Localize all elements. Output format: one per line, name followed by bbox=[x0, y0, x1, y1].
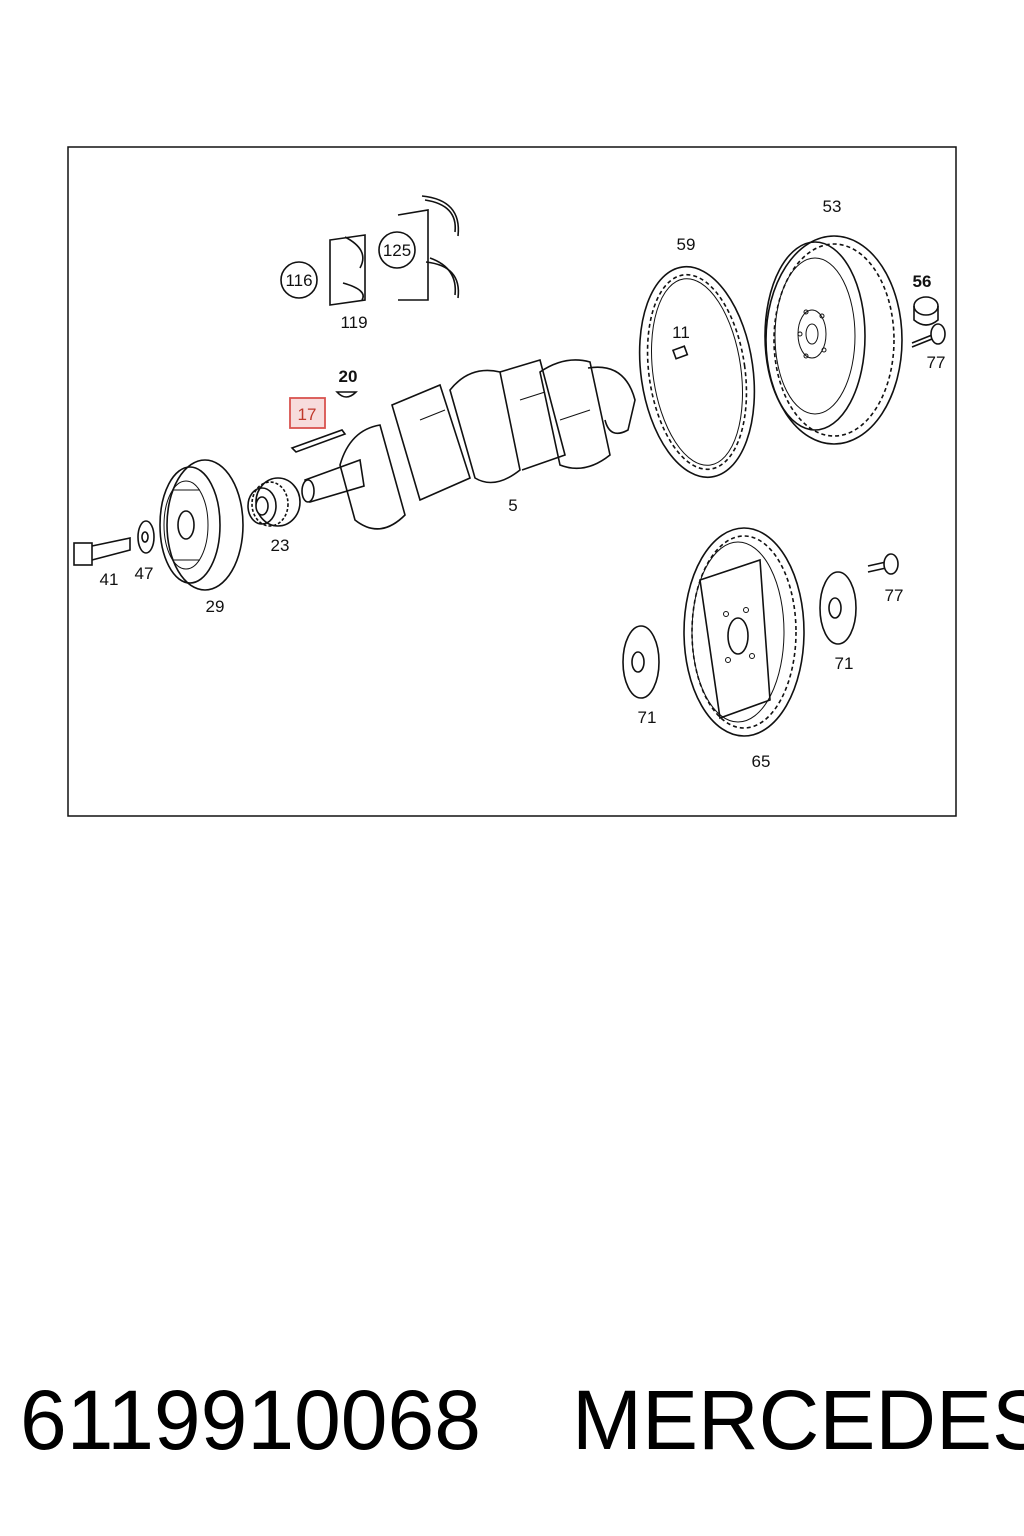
bolt-41-drawing bbox=[73, 537, 131, 566]
callout-53: 53 bbox=[823, 197, 842, 216]
key-17-drawing bbox=[290, 429, 347, 453]
callout-circle-116 bbox=[280, 261, 318, 299]
callout-circle-125 bbox=[378, 231, 416, 269]
washer-47-drawing bbox=[137, 520, 155, 554]
callout-41: 41 bbox=[100, 570, 119, 589]
callout-56: 56 bbox=[913, 272, 932, 291]
washer-71-left-drawing bbox=[622, 625, 660, 699]
sprocket-23-drawing bbox=[247, 477, 301, 527]
bushing-56-drawing bbox=[913, 296, 939, 326]
callout-125: 125 bbox=[383, 241, 411, 260]
callout-116: 116 bbox=[285, 271, 312, 290]
callout-20: 20 bbox=[339, 367, 358, 386]
callout-71-right: 71 bbox=[835, 654, 854, 673]
pulley-29-drawing bbox=[159, 459, 244, 591]
callout-65: 65 bbox=[752, 752, 771, 771]
callout-11: 11 bbox=[672, 323, 690, 342]
bolt-77-top-drawing bbox=[911, 323, 946, 348]
callout-77-top: 77 bbox=[927, 353, 946, 372]
washer-71-right-drawing bbox=[819, 571, 857, 645]
crankshaft-5-drawing bbox=[301, 358, 636, 530]
diagram-frame bbox=[67, 146, 957, 817]
part-number: 6119910068 bbox=[20, 1373, 481, 1467]
callout-71-left: 71 bbox=[638, 708, 657, 727]
bearing-shells-drawing bbox=[280, 195, 460, 306]
flexplate-65-drawing bbox=[683, 527, 805, 737]
bolt-77-bottom-drawing bbox=[867, 553, 899, 575]
callout-119: 119 bbox=[340, 313, 367, 332]
callout-17: 17 bbox=[298, 405, 317, 424]
callout-29: 29 bbox=[206, 597, 225, 616]
callout-59: 59 bbox=[677, 235, 696, 254]
ring-gear-59-drawing bbox=[638, 265, 756, 479]
brand-name: MERCEDES bbox=[572, 1373, 1024, 1467]
woodruff-key-20-drawing bbox=[335, 391, 358, 398]
callout-77-bottom: 77 bbox=[885, 586, 904, 605]
flywheel-53-drawing bbox=[764, 235, 903, 445]
callout-47: 47 bbox=[135, 564, 154, 583]
callout-5: 5 bbox=[508, 496, 517, 515]
highlight-box-17 bbox=[289, 397, 326, 429]
callout-23: 23 bbox=[271, 536, 290, 555]
